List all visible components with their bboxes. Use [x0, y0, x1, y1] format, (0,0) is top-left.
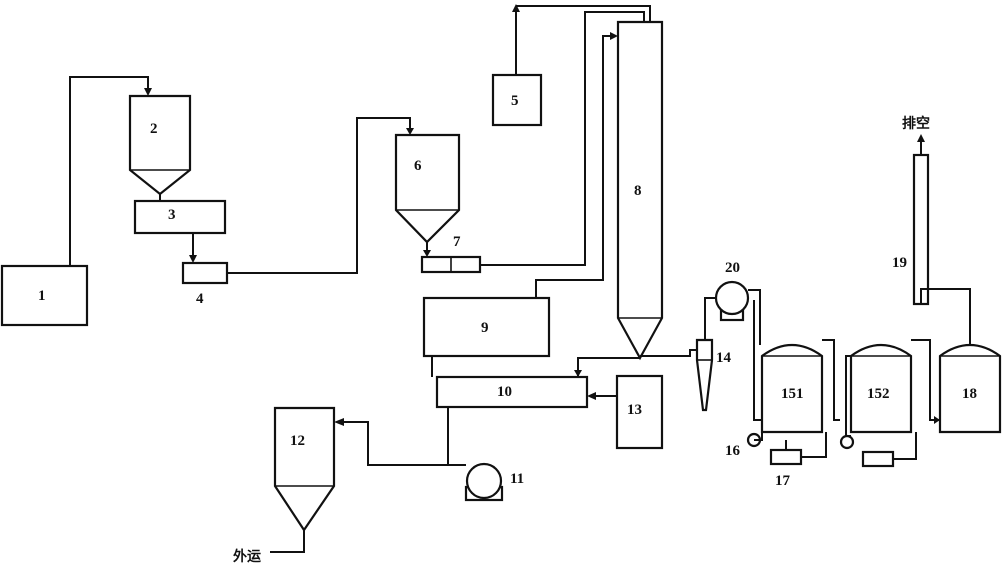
unit-8-tower: 8	[616, 20, 664, 361]
unit-12-silo: 12	[273, 406, 336, 532]
unit-13: 13	[615, 374, 664, 450]
unit-6-label: 6	[414, 158, 422, 174]
unit-19-stack: 19	[892, 153, 930, 306]
unit-9-label: 9	[481, 320, 489, 336]
unit-5: 5	[491, 73, 543, 127]
unit-1: 1	[0, 264, 89, 327]
unit-18-tank: 18	[938, 344, 1002, 434]
pipelines	[69, 4, 971, 553]
unit-7-label: 7	[453, 234, 461, 250]
unit-151-label: 151	[781, 386, 804, 402]
unit-16-pump: 16	[725, 432, 762, 459]
unit-152-label: 152	[867, 386, 890, 402]
unit-9: 9	[422, 296, 551, 358]
unit-2-hopper: 2	[128, 94, 192, 196]
unit-11-pump: 11	[464, 462, 524, 502]
unit-17-label: 17	[775, 473, 791, 489]
unit-20-label: 20	[725, 260, 740, 276]
unit-17: 17	[769, 448, 803, 489]
unit-14-label: 14	[716, 350, 732, 366]
unit-16-label: 16	[725, 443, 741, 459]
vent-label: 排空	[902, 115, 930, 132]
unit-6-hopper: 6	[394, 133, 461, 244]
unit-8-label: 8	[634, 183, 642, 199]
unit-11-label: 11	[510, 471, 524, 487]
unit-3: 3	[133, 199, 227, 235]
unit-152-tank: 152	[849, 344, 913, 434]
unit-4-label: 4	[196, 291, 204, 307]
unit-10: 10	[435, 375, 589, 409]
unit-1-label: 1	[38, 288, 46, 304]
unit-4: 4	[181, 261, 229, 307]
unit-18-label: 18	[962, 386, 977, 402]
unit-13-label: 13	[627, 402, 642, 418]
unit-19-label: 19	[892, 255, 907, 271]
unit-5-label: 5	[511, 93, 519, 109]
unit-151-tank: 151	[760, 344, 824, 434]
unit-152-pump	[839, 434, 895, 468]
unit-3-label: 3	[168, 207, 176, 223]
unit-12-label: 12	[290, 433, 305, 449]
ship-out-label: 外运	[233, 548, 261, 565]
unit-2-label: 2	[150, 121, 158, 137]
unit-14-cyclone: 14	[695, 338, 732, 412]
unit-20-fan: 20	[714, 260, 750, 322]
unit-10-label: 10	[497, 384, 512, 400]
